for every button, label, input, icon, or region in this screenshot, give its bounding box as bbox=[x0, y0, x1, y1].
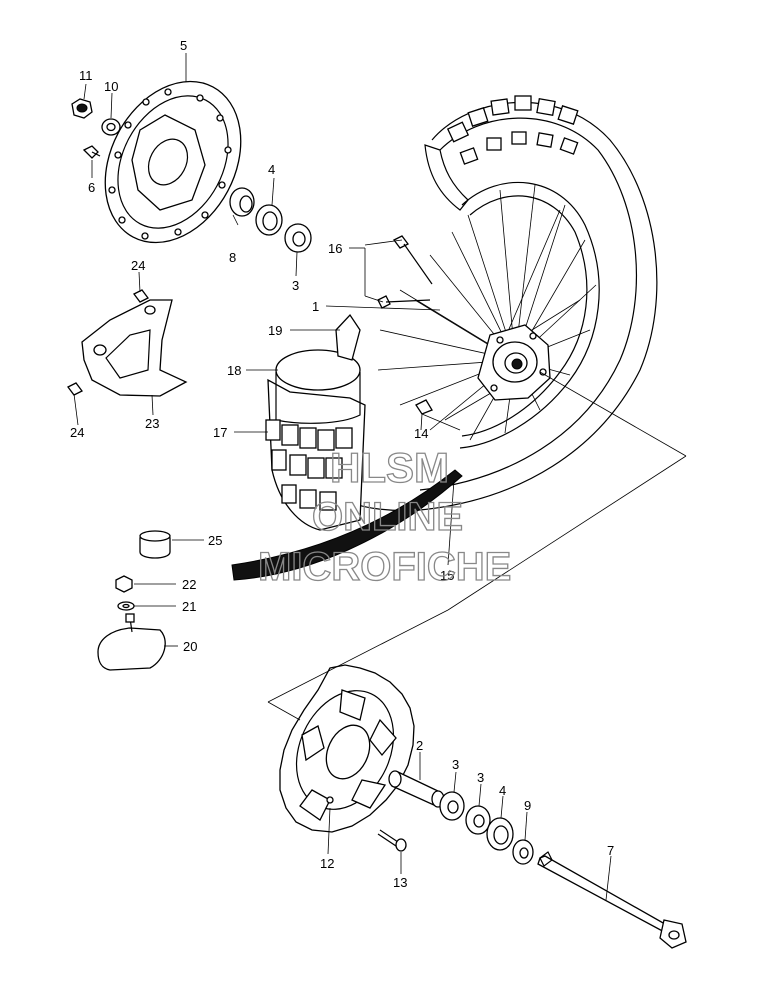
spoke-nipples-16 bbox=[377, 235, 433, 309]
spacer-2 bbox=[388, 770, 445, 808]
watermark-line-2: ONLINE bbox=[312, 495, 463, 539]
bearing-3-upper bbox=[284, 223, 312, 253]
callout-2: 2 bbox=[416, 738, 423, 753]
rim-band-strip bbox=[231, 469, 463, 581]
callout-23: 23 bbox=[145, 416, 159, 431]
rear-sprocket bbox=[279, 664, 415, 833]
callouts: 5 11 10 6 4 8 3 16 1 19 18 17 24 24 23 1… bbox=[70, 38, 614, 890]
bolt-24-lower bbox=[67, 382, 83, 396]
tread-blocks bbox=[446, 95, 579, 165]
callout-8: 8 bbox=[229, 250, 236, 265]
callout-20: 20 bbox=[183, 639, 197, 654]
callout-16: 16 bbox=[328, 241, 342, 256]
callout-21: 21 bbox=[182, 599, 196, 614]
callout-12: 12 bbox=[320, 856, 334, 871]
callout-3-upper: 3 bbox=[292, 278, 299, 293]
callout-5: 5 bbox=[180, 38, 187, 53]
callout-25: 25 bbox=[208, 533, 222, 548]
watermark: HLSM ONLINE MICROFICHE bbox=[257, 443, 512, 589]
callout-18: 18 bbox=[227, 363, 241, 378]
watermark-line-3: MICROFICHE bbox=[258, 545, 511, 589]
callout-3-lower-b: 3 bbox=[477, 770, 484, 785]
bearing-3-lower-a bbox=[439, 791, 465, 821]
wheel-hub bbox=[477, 324, 551, 401]
brake-disc bbox=[104, 80, 242, 244]
spokes bbox=[377, 184, 597, 441]
callout-11: 11 bbox=[79, 68, 93, 83]
callout-15: 15 bbox=[440, 568, 454, 583]
callout-7: 7 bbox=[607, 843, 614, 858]
callout-1: 1 bbox=[312, 299, 319, 314]
nut-11 bbox=[71, 98, 93, 119]
callout-24-lower: 24 bbox=[70, 425, 84, 440]
callout-4-upper: 4 bbox=[268, 162, 275, 177]
washer-21 bbox=[117, 601, 135, 611]
callout-17: 17 bbox=[213, 425, 227, 440]
callout-14: 14 bbox=[414, 426, 428, 441]
rear-wheel bbox=[344, 95, 658, 512]
washer-9 bbox=[512, 839, 534, 865]
callout-22: 22 bbox=[182, 577, 196, 592]
leader-lines bbox=[73, 53, 687, 901]
disc-holes bbox=[108, 88, 232, 240]
cap-25 bbox=[139, 530, 171, 559]
callout-10: 10 bbox=[104, 79, 118, 94]
callout-13: 13 bbox=[393, 875, 407, 890]
callout-4-lower: 4 bbox=[499, 783, 506, 798]
watermark-line-1: HLSM bbox=[330, 444, 449, 491]
bolt-24-upper bbox=[133, 289, 149, 303]
balancer-14 bbox=[415, 399, 433, 415]
washer-10 bbox=[101, 118, 121, 136]
bolt-13 bbox=[377, 829, 407, 852]
bolt-6 bbox=[82, 145, 101, 159]
tire-section bbox=[265, 313, 366, 531]
oil-seal-4-lower bbox=[486, 817, 514, 851]
bearing-3-lower-b bbox=[465, 805, 491, 835]
nut-22 bbox=[115, 575, 133, 593]
callout-6: 6 bbox=[88, 180, 95, 195]
spacer-8 bbox=[229, 187, 255, 217]
callout-3-lower-a: 3 bbox=[452, 757, 459, 772]
axle-7 bbox=[537, 851, 687, 949]
oil-seal-4-upper bbox=[255, 204, 283, 236]
callout-19: 19 bbox=[268, 323, 282, 338]
rim-lock-20 bbox=[97, 613, 166, 671]
callout-24-upper: 24 bbox=[131, 258, 145, 273]
callout-9: 9 bbox=[524, 798, 531, 813]
disc-cover bbox=[81, 299, 188, 397]
tire-tread-side bbox=[265, 419, 353, 511]
